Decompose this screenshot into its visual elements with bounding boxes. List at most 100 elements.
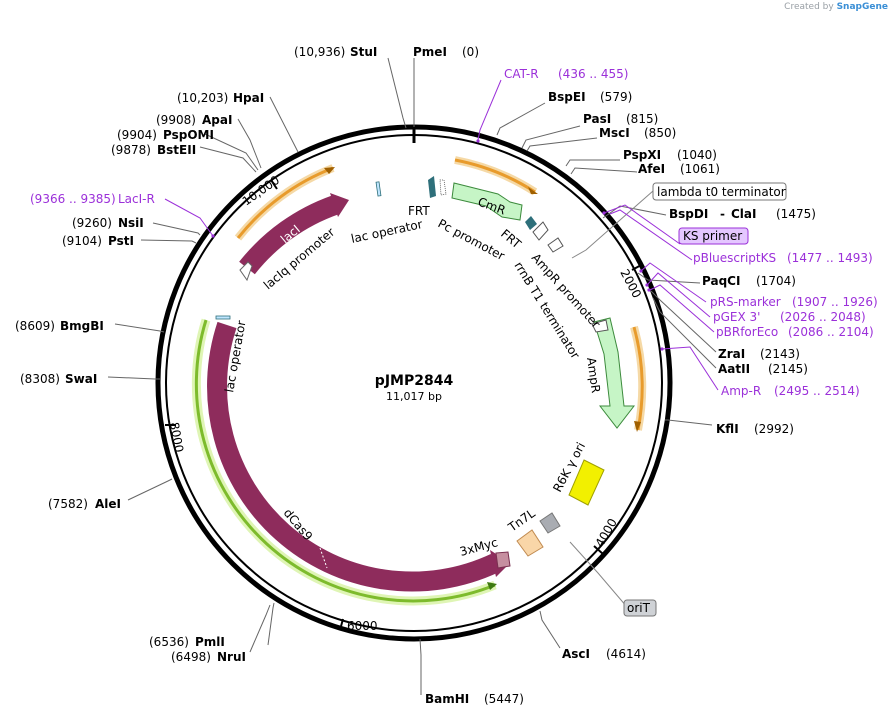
site-pmli-pos: (6536) [149, 635, 189, 649]
ks-primer-label: KS primer [683, 229, 742, 243]
primer-pbluescriptks: pBluescriptKS [693, 251, 776, 265]
primer-dots [211, 139, 664, 351]
lambda-terminator-label: lambda t0 terminator [657, 185, 786, 199]
pc-promoter-label: Pc promoter [436, 216, 507, 263]
primer-pbrforeco-pos: (2086 .. 2104) [788, 325, 874, 339]
site-pmei: PmeI [413, 45, 447, 59]
site-psti-pos: (9104) [62, 234, 102, 248]
site-psti: PstI [108, 234, 134, 248]
site-alei-pos: (7582) [48, 497, 88, 511]
site-msci: MscI [599, 126, 630, 140]
site-bamhi-pos: (5447) [484, 692, 524, 706]
site-asci: AscI [562, 647, 590, 661]
tick-6000: 6000 [347, 619, 378, 633]
frt2-feature [525, 216, 537, 230]
primer-cat-r-pos: (436 .. 455) [558, 67, 628, 81]
lambda-box [652, 182, 787, 201]
primer-amp-r-pos: (2495 .. 2514) [774, 384, 860, 398]
site-hpai-pos: (10,203) [177, 91, 228, 105]
plasmid-size: 11,017 bp [386, 390, 442, 403]
ampr-feature [593, 317, 636, 429]
primer-pbluescriptks-pos: (1477 .. 1493) [787, 251, 873, 265]
site-afei-pos: (1061) [680, 162, 720, 176]
primer-laci-r-pos: (9366 .. 9385) [30, 192, 116, 206]
primer-pgex-pos: (2026 .. 2048) [780, 310, 866, 324]
site-asci-pos: (4614) [606, 647, 646, 661]
pc-promoter-arrow [439, 179, 447, 196]
site-nsii-pos: (9260) [72, 216, 112, 230]
site-bmgbi: BmgBI [60, 319, 104, 333]
site-pasi: PasI [583, 112, 611, 126]
primer-laci-r: LacI-R [118, 192, 155, 206]
snapgene-logo: SnapGene [836, 2, 888, 12]
site-msci-pos: (850) [644, 126, 676, 140]
site-swai-pos: (8308) [20, 372, 60, 386]
orit-box [623, 599, 657, 617]
lac-operator-top [375, 181, 382, 197]
boxed-labels: lambda t0 terminator KS primer oriT [623, 182, 787, 617]
site-pspxi-pos: (1040) [677, 148, 717, 162]
site-pspomi-pos: (9904) [117, 128, 157, 142]
site-hpai: HpaI [233, 91, 264, 105]
site-labels: PmeI (0) (10,936) StuI BspEI (579) PasI … [15, 45, 816, 706]
orit-feature [539, 512, 561, 534]
primer-arrows [191, 156, 647, 606]
site-swai: SwaI [65, 372, 97, 386]
site-apai: ApaI [202, 113, 232, 127]
ampr-promoter-small [591, 319, 609, 333]
site-bsteii-pos: (9878) [111, 143, 151, 157]
rrnb-terminator [547, 237, 564, 253]
site-pspxi: PspXI [623, 148, 661, 162]
dcas9-feature [207, 321, 500, 592]
site-aatii: AatII [718, 362, 750, 376]
site-pspomi: PspOMI [163, 128, 214, 142]
tn7l-feature [516, 529, 544, 557]
site-kfli: KflI [716, 422, 739, 436]
site-bspdi: BspDI [669, 207, 708, 221]
site-paqci-pos: (1704) [756, 274, 796, 288]
site-pmli: PmlI [195, 635, 225, 649]
site-bspei: BspEI [548, 90, 586, 104]
site-paqci: PaqCI [702, 274, 740, 288]
primer-leaders [164, 79, 719, 391]
site-pasi-pos: (815) [626, 112, 658, 126]
primer-prs-marker-pos: (1907 .. 1926) [792, 295, 878, 309]
laci-feature [239, 195, 339, 275]
ks-primer-box [678, 227, 749, 245]
site-apai-pos: (9908) [156, 113, 196, 127]
primer-cat-r: CAT-R [504, 67, 539, 81]
site-kfli-pos: (2992) [754, 422, 794, 436]
orit-label: oriT [627, 601, 651, 615]
site-zrai-pos: (2143) [760, 347, 800, 361]
site-bmgbi-pos: (8609) [15, 319, 55, 333]
site-nrui: NruI [217, 650, 246, 664]
plasmid-name: pJMP2844 [375, 373, 454, 389]
site-dash: - [720, 207, 725, 221]
site-clai-pos: (1475) [776, 207, 816, 221]
site-alei: AleI [95, 497, 121, 511]
site-zrai: ZraI [718, 347, 745, 361]
ampr-promoter-arrow [532, 221, 549, 241]
site-nsii: NsiI [118, 216, 144, 230]
snapgene-credit: Created by SnapGene [784, 2, 888, 12]
leader-lines [107, 57, 717, 695]
primer-labels: CAT-R (436 .. 455) pBluescriptKS (1477 .… [30, 67, 878, 398]
ampr-label: AmpR [584, 356, 603, 393]
primer-prs-marker: pRS-marker [710, 295, 781, 309]
site-bsteii: BstEII [157, 143, 196, 157]
myc-feature [495, 551, 511, 569]
site-aatii-pos: (2145) [768, 362, 808, 376]
lac-operator-top-label: lac operator [350, 217, 424, 246]
laci-arrowhead [330, 193, 349, 217]
primer-amp-r: Amp-R [721, 384, 761, 398]
frt1-label: FRT [408, 204, 430, 218]
site-nrui-pos: (6498) [171, 650, 211, 664]
frt1-feature [428, 176, 436, 198]
laciq-promoter-arrow [239, 261, 253, 282]
tick-8000: 8000 [167, 421, 186, 454]
site-stui: StuI [350, 45, 377, 59]
box-leaders [569, 190, 654, 608]
cmr-feature [451, 182, 523, 221]
site-clai: ClaI [731, 207, 756, 221]
